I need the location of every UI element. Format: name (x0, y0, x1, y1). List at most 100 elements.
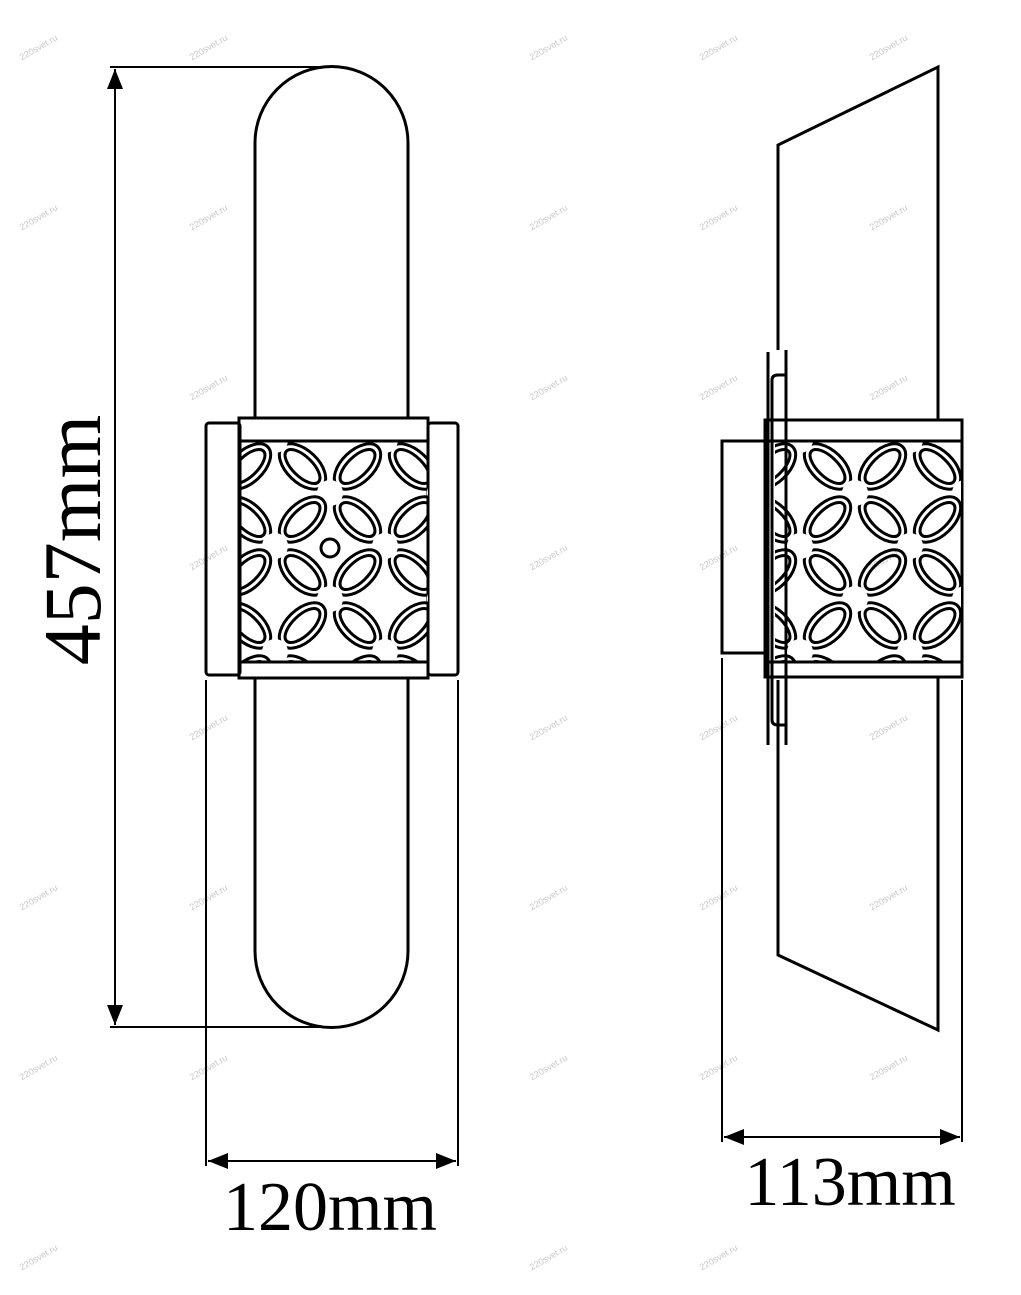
lattice-node (787, 533, 813, 559)
watermark-layer: 220svet.ru 220svet.ru 220svet.ru 220svet.ru… (18, 33, 909, 1273)
lattice-lens (436, 382, 499, 444)
lattice-node (317, 586, 343, 612)
side-cap-right (426, 421, 460, 677)
lattice-node (427, 374, 453, 400)
watermark-text: 220svet.ru (868, 373, 909, 403)
watermark-text: 220svet.ru (698, 883, 739, 913)
lattice-node (787, 639, 813, 662)
lattice-node (897, 533, 923, 559)
decorative-body (237, 416, 430, 680)
lattice-node (537, 692, 563, 718)
lattice-node (482, 533, 508, 559)
lattice-lens (546, 647, 609, 709)
lattice-lens (240, 548, 273, 597)
lattice-node (262, 639, 288, 662)
watermark-text: 220svet.ru (528, 883, 569, 913)
watermark-text: 220svet.ru (188, 33, 229, 63)
watermark-text: 220svet.ru (528, 1053, 569, 1083)
lattice-lens (491, 488, 554, 550)
lattice-lens (546, 488, 609, 550)
lattice-lens (491, 647, 554, 709)
lattice-node (732, 692, 758, 718)
lattice-lens (491, 594, 554, 656)
watermark-text: 220svet.ru (188, 1053, 229, 1083)
lattice-lens (436, 329, 499, 391)
watermark-text: 220svet.ru (528, 203, 569, 233)
lattice-lens (1016, 541, 1021, 603)
watermark-text: 220svet.ru (698, 1053, 739, 1083)
lattice-node (482, 427, 508, 453)
lattice-node (427, 594, 428, 604)
lattice-node (952, 480, 961, 506)
lattice-node (317, 374, 343, 400)
lattice-node (372, 639, 398, 662)
lattice-node (207, 586, 233, 612)
lattice-node (842, 480, 868, 506)
watermark-text: 220svet.ru (18, 33, 59, 63)
lattice-lens (546, 594, 609, 656)
watermark-text: 220svet.ru (528, 33, 569, 63)
lattice-lens (961, 541, 1021, 603)
lattice-lens (436, 541, 499, 603)
lattice-lens (775, 654, 798, 662)
lattice-lens (240, 442, 273, 491)
lattice-node (372, 533, 398, 559)
upper-glass-side (776, 64, 940, 420)
watermark-text: 220svet.ru (868, 1053, 909, 1083)
switch-hole (319, 537, 341, 559)
lattice-node (897, 639, 923, 662)
lattice-lens (216, 382, 279, 444)
watermark-text: 220svet.ru (188, 883, 229, 913)
lattice-lens (1016, 647, 1021, 709)
watermark-text: 220svet.ru (868, 883, 909, 913)
lattice-lens (546, 700, 609, 762)
watermark-text: 220svet.ru (698, 203, 739, 233)
lattice-node (1007, 427, 1021, 453)
watermark-text: 220svet.ru (698, 543, 739, 573)
lattice-lens (961, 594, 1021, 656)
lattice-node (842, 586, 868, 612)
lattice-lens (961, 329, 1021, 391)
watermark-text: 220svet.ru (868, 203, 909, 233)
watermark-text: 220svet.ru (528, 373, 569, 403)
depth-dimension: 113mm (721, 658, 963, 1221)
lattice-node (537, 586, 563, 612)
watermark-text: 220svet.ru (698, 373, 739, 403)
upper-glass-shade (253, 65, 410, 418)
lattice-lens (326, 700, 389, 762)
lattice-lens (491, 435, 554, 497)
lattice-lens (775, 548, 798, 597)
lattice-lens (491, 541, 554, 603)
watermark-text: 220svet.ru (188, 543, 229, 573)
lattice-lens (436, 435, 499, 497)
lattice-node (1007, 533, 1021, 559)
watermark-text: 220svet.ru (528, 1243, 569, 1273)
lattice-lens (436, 594, 499, 656)
side-view (720, 64, 1021, 1033)
watermark-text: 220svet.ru (18, 203, 59, 233)
lower-glass-side (776, 678, 940, 1033)
watermark-text: 220svet.ru (188, 713, 229, 743)
lattice-node (427, 692, 453, 718)
watermark-text: 220svet.ru (868, 713, 909, 743)
decorative-body-side (763, 418, 964, 679)
lattice-lens (961, 700, 1021, 762)
lattice-lens (240, 654, 273, 662)
lattice-lens (436, 647, 499, 709)
watermark-text: 220svet.ru (18, 1053, 59, 1083)
front-view (204, 65, 609, 1029)
height-dimension: 457mm (27, 66, 335, 1028)
lattice-node (952, 374, 978, 400)
lattice-lens (1016, 594, 1021, 656)
watermark-text: 220svet.ru (868, 33, 909, 63)
lattice-lens (1016, 382, 1021, 444)
lattice-lens (857, 654, 908, 662)
lattice-lens (796, 382, 859, 444)
lattice-lens (961, 382, 1021, 444)
lattice-node (427, 488, 428, 498)
lattice-node (842, 374, 868, 400)
lattice-lens (326, 329, 389, 391)
lattice-node (482, 639, 508, 665)
